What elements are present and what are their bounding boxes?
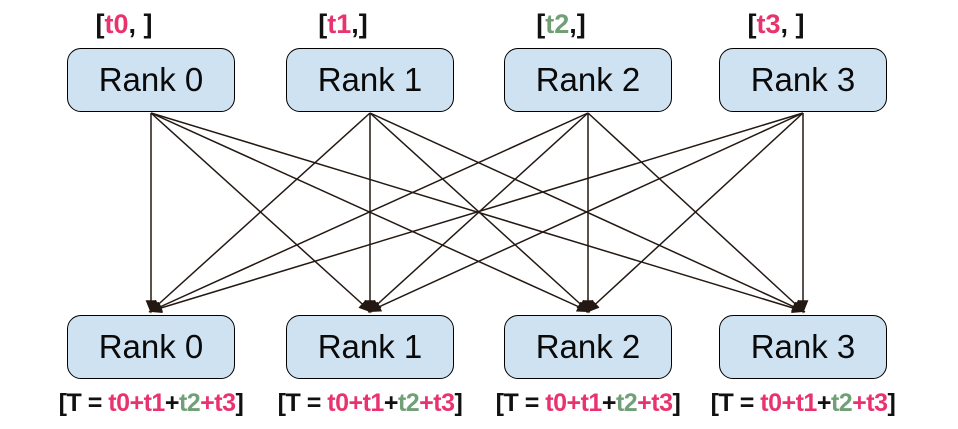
label-segment: t2 [615,389,638,417]
label-segment: t0 [327,389,349,417]
label-segment: t3 [756,9,781,39]
label-segment: t0 [545,389,567,417]
top-node-rank2: Rank 2 [504,48,672,112]
rank-connection-line [148,112,371,313]
label-segment: ] [672,389,681,417]
label-segment: + [348,389,363,417]
label-segment: t2 [830,389,853,417]
label-segment: , ] [128,9,153,39]
top-node-rank3: Rank 3 [719,48,887,112]
label-segment: t3 [651,389,673,417]
bottom-node-rank1: Rank 1 [286,315,454,379]
label-segment: + [566,389,581,417]
top-annotation-rank3: [t3, ] [692,9,860,40]
node-label: Rank 1 [317,61,423,98]
label-segment: + [419,389,434,417]
label-segment: t1 [327,9,352,39]
label-segment: [ [747,9,757,39]
node-label: Rank 3 [750,61,856,98]
label-segment: ] [454,389,463,417]
label-segment: [T = [58,389,109,417]
label-segment: ] [887,389,896,417]
bottom-annotation-rank0: [T = t0+t1+t2+t3] [41,389,261,418]
label-segment: t0 [104,9,129,39]
label-segment: [T = [495,389,546,417]
label-segment: t3 [214,389,236,417]
label-segment: , ] [780,9,805,39]
label-segment: [T = [710,389,761,417]
bottom-annotation-rank1: [T = t0+t1+t2+t3] [260,389,480,418]
label-segment: ,] [569,9,586,39]
top-node-rank0: Rank 0 [67,48,235,112]
node-label: Rank 3 [750,328,856,365]
label-segment: t0 [108,389,130,417]
rank-connection-line [148,112,589,313]
label-segment: t2 [545,9,570,39]
node-label: Rank 0 [98,61,204,98]
node-label: Rank 0 [98,328,204,365]
label-segment: + [637,389,652,417]
top-annotation-rank1: [t1,] [259,9,427,40]
bottom-annotation-rank3: [T = t0+t1+t2+t3] [693,389,913,418]
label-segment: t1 [362,389,385,417]
bottom-node-rank2: Rank 2 [504,315,672,379]
rank-connection-line [586,112,804,313]
node-label: Rank 2 [535,61,641,98]
top-annotation-rank2: [t2,] [477,9,645,40]
bottom-annotation-rank2: [T = t0+t1+t2+t3] [478,389,698,418]
label-segment: t3 [433,389,455,417]
label-segment: + [781,389,796,417]
top-annotation-rank0: [t0, ] [40,9,208,40]
rank-connection-line [148,112,804,314]
label-segment: + [852,389,867,417]
label-segment: [ [536,9,546,39]
label-segment: + [164,389,180,417]
label-segment: + [200,389,215,417]
label-segment: + [816,389,832,417]
node-label: Rank 2 [535,328,641,365]
label-segment: [ [318,9,328,39]
bottom-node-rank3: Rank 3 [719,315,887,379]
label-segment: + [383,389,399,417]
label-segment: t3 [866,389,888,417]
top-node-rank1: Rank 1 [286,48,454,112]
label-segment: t1 [795,389,818,417]
label-segment: t2 [178,389,201,417]
label-segment: t0 [760,389,782,417]
label-segment: + [601,389,617,417]
label-segment: ,] [351,9,368,39]
label-segment: t2 [397,389,420,417]
label-segment: t1 [580,389,603,417]
label-segment: [ [95,9,105,39]
node-label: Rank 1 [317,328,423,365]
rank-connection-line [367,112,804,313]
label-segment: + [129,389,144,417]
label-segment: [T = [277,389,328,417]
label-segment: t1 [143,389,166,417]
label-segment: ] [235,389,244,417]
bottom-node-rank0: Rank 0 [67,315,235,379]
